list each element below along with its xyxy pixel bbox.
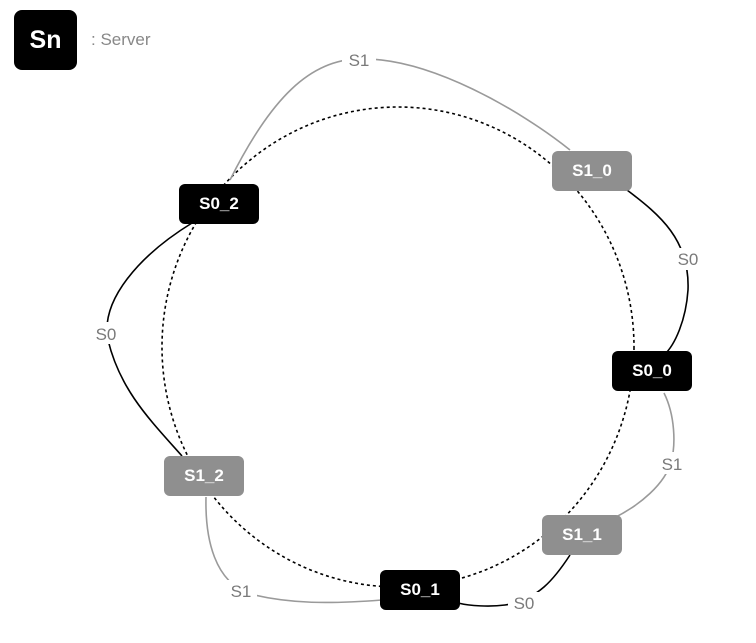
server-node-s0_1[interactable]: S0_1 bbox=[380, 570, 460, 610]
edge-label-s0_1-s1_2: S1 bbox=[231, 582, 252, 601]
server-node-label: S0_0 bbox=[632, 361, 672, 380]
server-node-label: S0_2 bbox=[199, 194, 239, 213]
server-node-s0_0[interactable]: S0_0 bbox=[612, 351, 692, 391]
server-node-label: S1_1 bbox=[562, 525, 602, 544]
edge-label-bg bbox=[508, 592, 540, 614]
edge-label-bg bbox=[90, 322, 124, 344]
edge-label-s0_0-s1_1: S1 bbox=[662, 455, 683, 474]
server-node-label: S1_0 bbox=[572, 161, 612, 180]
server-node-s0_2[interactable]: S0_2 bbox=[179, 184, 259, 224]
edge-label-bg bbox=[656, 452, 688, 474]
edge-label-s1_0-s0_0: S0 bbox=[678, 250, 699, 269]
edge-label-s1_1-s0_1: S0 bbox=[514, 594, 535, 613]
edge-s0_2-s1_0 bbox=[229, 58, 571, 181]
legend-server-swatch: Sn bbox=[14, 10, 77, 70]
server-node-label: S0_1 bbox=[400, 580, 440, 599]
server-node-s1_2[interactable]: S1_2 bbox=[164, 456, 244, 496]
server-node-s1_1[interactable]: S1_1 bbox=[542, 515, 622, 555]
server-node-label: S1_2 bbox=[184, 466, 224, 485]
legend-server-label: : Server bbox=[91, 30, 151, 49]
server-node-s1_0[interactable]: S1_0 bbox=[552, 151, 632, 191]
edge-label-s0_2-s1_0: S1 bbox=[349, 51, 370, 70]
edge-s1_0-s0_0 bbox=[626, 189, 689, 356]
edge-label-bg bbox=[672, 248, 704, 270]
edge-label-bg bbox=[225, 580, 257, 602]
edge-s1_1-s0_1 bbox=[457, 554, 571, 607]
edge-label-s1_2-s0_2: S0 bbox=[96, 325, 117, 344]
edge-label-bg bbox=[342, 49, 376, 69]
legend-symbol: Sn bbox=[29, 25, 62, 54]
